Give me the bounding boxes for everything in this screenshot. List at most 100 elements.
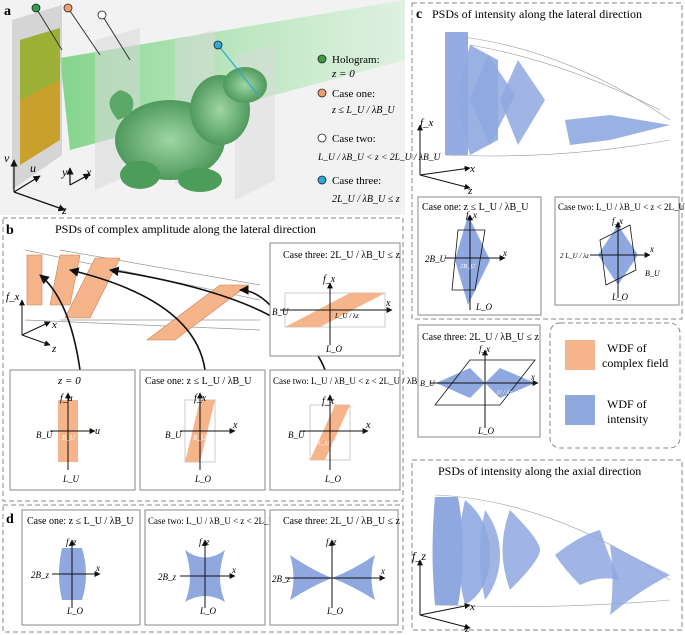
b-z0-fu: f_u (60, 393, 73, 404)
axis-label-x-a: x (85, 165, 92, 179)
b-one-lo: L_O (194, 474, 212, 484)
d-one-title: Case one: z ≤ L_U / λB_U (27, 516, 134, 527)
b-three-x: x (385, 298, 391, 309)
d-one-bz: 2B_z (31, 570, 49, 580)
hologram-glow (20, 28, 60, 100)
marker-hologram-dot (31, 3, 41, 13)
panel-axial-frame (411, 459, 683, 631)
b-two-title: Case two: L_U / λB_U < z < 2L_U / λB_U (273, 376, 429, 386)
b-z0-lu: L_U (62, 474, 80, 484)
d-three-bz: 2B_z (272, 574, 290, 584)
b-one-bu: B_U (165, 430, 182, 440)
d-one-lo: L_O (66, 606, 84, 616)
b-one-fx: f_x (194, 393, 207, 404)
c-two-ref: 2 L_U / λz (560, 252, 589, 260)
leader-case-two (101, 14, 131, 61)
d-three-x: x (380, 566, 385, 576)
c-slice-case-three (565, 115, 670, 145)
d-one-x: x (95, 563, 100, 573)
legend-hologram-dot (317, 54, 327, 64)
marker-case-two-dot (97, 10, 107, 20)
axial-slice-5 (555, 530, 620, 585)
b-two-lo: L_O (324, 474, 342, 484)
c-three-fx: f_x (479, 344, 490, 354)
b-inset-z0: z = 0 f_u u B_U L_U B_U (9, 369, 136, 491)
panel-b-letter: b (6, 223, 14, 238)
b-three-bu: B_U (272, 307, 289, 317)
legend-case-three-dot (317, 175, 327, 185)
d-inset-case-one: Case one: z ≤ L_U / λB_U f_z x 2B_z L_O (21, 509, 141, 626)
legend-swatch-intensity (565, 395, 595, 425)
d-three-title: Case three: 2L_U / λB_U ≤ z (283, 516, 401, 527)
panel-d-letter: d (6, 512, 14, 527)
b-inset-three-title: Case three: 2L_U / λB_U ≤ z (283, 250, 401, 261)
c-slice-case-two (500, 60, 545, 145)
panel-c-frame (411, 2, 683, 320)
panel-axial-title: PSDs of intensity along the axial direct… (438, 464, 641, 478)
legend-case-two-dot (317, 133, 327, 143)
b-three-ref: L_U / λz (334, 312, 359, 320)
c-two-x: x (649, 244, 654, 254)
d-three-lo: L_O (326, 606, 344, 616)
c-two-title: Case two: L_U / λB_U < z < 2L_U / λB_U (558, 202, 685, 212)
legend-case-three-line2: 2L_U / λB_U ≤ z (332, 194, 400, 205)
axial-slice-6 (610, 545, 670, 615)
b-two-fx: f_x (322, 396, 335, 407)
c-two-lo: L_O (611, 292, 629, 302)
d-two-lo: L_O (199, 606, 217, 616)
axial-axis-x: x (469, 601, 475, 613)
d-three-fz: f_z (326, 537, 337, 547)
panel-b-3d-plot: f_x x z (6, 249, 326, 371)
b-one-ref: B_U (193, 434, 207, 442)
axial-axis-fz: f_z (412, 549, 426, 563)
axis-label-y: y (61, 165, 68, 179)
d-inset-case-three: Case three: 2L_U / λB_U ≤ z f_z x 2B_z L… (269, 509, 401, 626)
c-one-wdf (455, 215, 490, 305)
d-inset-case-two: Case two: L_U / λB_U < z < 2L_U / λB_U f… (144, 509, 304, 626)
axial-slice-3 (480, 510, 500, 600)
b-z0-title: z = 0 (57, 375, 81, 387)
c-one-ref: 2B_U (460, 263, 476, 270)
c-three-bu: B_U (420, 379, 436, 388)
c-one-lo: L_O (475, 302, 493, 312)
legend-intensity-line1: WDF of (607, 397, 647, 411)
panel-d-frame (2, 504, 404, 633)
panel-c-letter: c (416, 7, 422, 22)
c-three-x: x (530, 372, 535, 382)
c-one-fx: f_x (466, 210, 477, 220)
panel-a-legend: Hologram: z = 0 Case one: z ≤ L_U / λB_U… (317, 54, 442, 205)
legend-case-one-line1: Case one: (332, 88, 375, 100)
panel-b: b PSDs of complex amplitude along the la… (2, 217, 429, 502)
leader-case-three (217, 44, 259, 96)
b-three-fx: f_x (323, 274, 336, 285)
c-three-ref: L_U / λz (489, 389, 512, 396)
leader-case-one (67, 7, 101, 56)
legend-case-two-line2: L_U / λB_U < z < 2L_U / λB_U (317, 153, 442, 163)
d-two-fz: f_z (199, 537, 210, 547)
legend-hologram-line2: z = 0 (331, 68, 355, 80)
panel-c-title: PSDs of intensity along the lateral dire… (432, 7, 642, 21)
legend-complex-line1: WDF of (607, 341, 647, 355)
b-two-bu: B_U (288, 430, 305, 440)
b-two-ref: L_U / λz (317, 440, 340, 447)
legend-case-one-dot (317, 88, 327, 98)
d-two-x: x (231, 565, 236, 575)
panel-d: d Case one: z ≤ L_U / λB_U f_z x 2B_z L_… (2, 504, 404, 633)
c-three-lo: L_O (477, 426, 495, 436)
b-one-x: x (232, 420, 238, 431)
c-one-x: x (502, 248, 507, 258)
leader-hologram (35, 7, 63, 51)
b-inset-case-three: Case three: 2L_U / λB_U ≤ z f_x x B_U L_… (269, 242, 401, 357)
b-slice-case-two (64, 257, 121, 319)
b-one-title: Case one: z ≤ L_U / λB_U (145, 376, 252, 387)
c-two-fx: f_x (612, 216, 623, 226)
c-inset-case-three: Case three: 2L_U / λB_U ≤ z f_x x B_U L_… (417, 324, 541, 438)
panel-b-title: PSDs of complex amplitude along the late… (55, 222, 316, 236)
c-slice-case-one-b (470, 55, 515, 145)
b-z0-u: u (95, 426, 100, 437)
b-two-x: x (365, 420, 371, 431)
c-legend: WDF of complex field WDF of intensity (549, 322, 681, 449)
b-slice-case-three (146, 284, 249, 341)
d-one-fz: f_z (66, 537, 77, 547)
